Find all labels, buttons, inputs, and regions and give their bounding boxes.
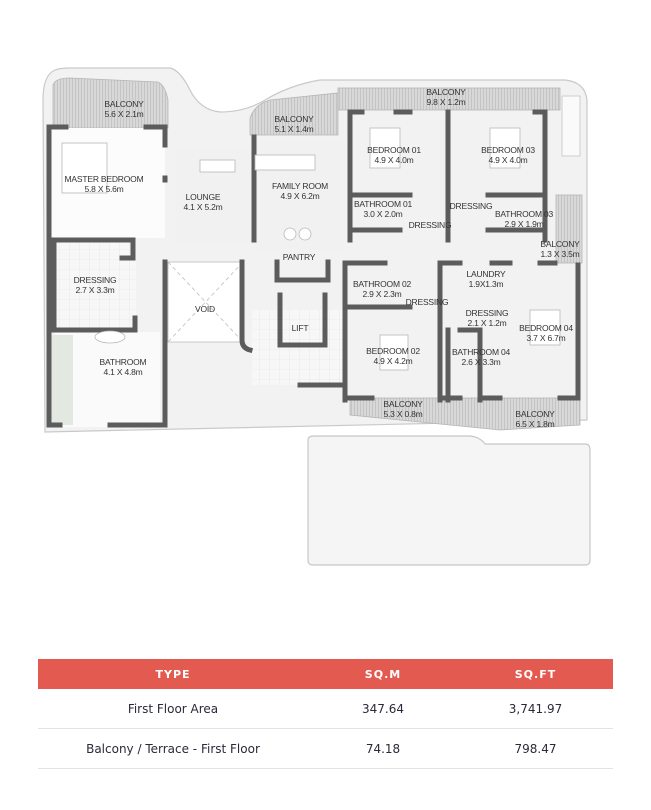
furniture	[61, 127, 561, 371]
row-sqft: 3,741.97	[458, 689, 613, 729]
row-type: Balcony / Terrace - First Floor	[38, 728, 308, 769]
row-sqft: 798.47	[458, 728, 613, 769]
area-table-header: TYPE SQ.M SQ.FT	[38, 659, 613, 689]
walls	[46, 109, 581, 428]
garden-strip	[48, 335, 73, 425]
planter	[561, 95, 581, 157]
balcony-family-area	[249, 92, 339, 136]
row-sqm: 347.64	[308, 689, 458, 729]
header-sqft: SQ.FT	[458, 659, 613, 689]
room-label-void: VOID	[195, 304, 215, 314]
room-label-dressing-03: DRESSING	[449, 201, 493, 211]
room-label-dressing-02: DRESSING	[405, 297, 449, 307]
room-label-dressing-01: DRESSING	[408, 220, 452, 230]
room-label-lift: LIFT	[291, 323, 309, 333]
balcony-east-area	[555, 194, 583, 264]
dressing-master-floor	[56, 240, 136, 330]
header-sqm: SQ.M	[308, 659, 458, 689]
table-row: Balcony / Terrace - First Floor 74.18 79…	[38, 728, 613, 769]
balcony-master-area	[52, 77, 169, 129]
room-label-pantry: PANTRY	[282, 252, 316, 262]
garden-area	[307, 435, 591, 566]
floor-plan-drawing	[42, 67, 591, 566]
header-type: TYPE	[38, 659, 308, 689]
table-row: First Floor Area 347.64 3,741.97	[38, 689, 613, 729]
row-sqm: 74.18	[308, 728, 458, 769]
area-table: TYPE SQ.M SQ.FT First Floor Area 347.64 …	[38, 659, 613, 769]
row-type: First Floor Area	[38, 689, 308, 729]
